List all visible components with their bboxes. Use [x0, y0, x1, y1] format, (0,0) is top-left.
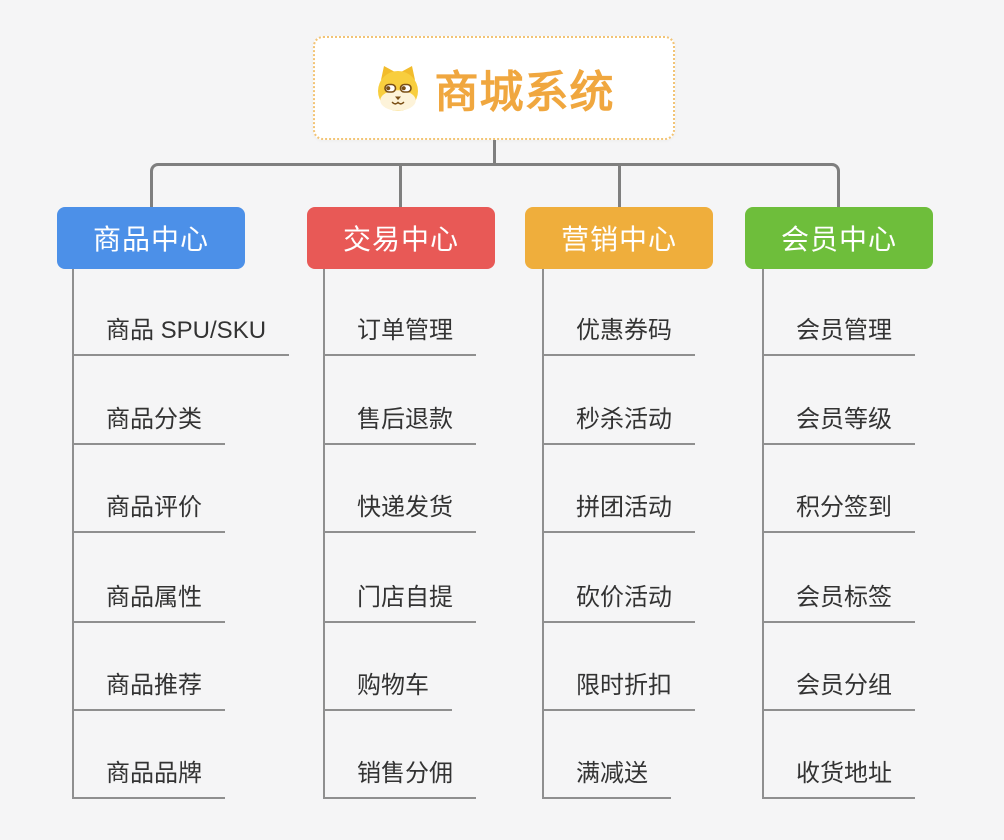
branch-trunk-line: [323, 269, 325, 799]
leaf-node[interactable]: 积分签到: [762, 491, 915, 533]
leaf-node[interactable]: 会员管理: [762, 314, 915, 356]
leaf-node[interactable]: 售后退款: [323, 403, 476, 445]
branch-trunk-line: [762, 269, 764, 799]
connector-bus: [150, 163, 840, 207]
branch-header-member[interactable]: 会员中心: [745, 207, 933, 269]
root-node[interactable]: 商城系统: [313, 36, 675, 140]
leaf-node[interactable]: 商品 SPU/SKU: [72, 314, 290, 356]
branch-header-product[interactable]: 商品中心: [57, 207, 245, 269]
leaf-node[interactable]: 砍价活动: [542, 581, 695, 623]
root-title: 商城系统: [434, 68, 615, 117]
leaf-node[interactable]: 收货地址: [762, 757, 915, 799]
leaf-node[interactable]: 拼团活动: [542, 491, 695, 533]
connector-root-trunk: [493, 140, 496, 163]
leaf-node[interactable]: 商品属性: [72, 581, 225, 623]
leaf-node[interactable]: 购物车: [323, 669, 452, 711]
leaf-node[interactable]: 快递发货: [323, 491, 476, 533]
leaf-node[interactable]: 商品品牌: [72, 757, 225, 799]
leaf-node[interactable]: 满减送: [542, 757, 671, 799]
branch-marketing-center: 营销中心 优惠券码 秒杀活动 拼团活动 砍价活动 限时折扣 满减送: [525, 207, 713, 807]
shiba-dog-icon: [374, 64, 422, 112]
leaf-node[interactable]: 会员等级: [762, 403, 915, 445]
branch-trunk-line: [542, 269, 544, 799]
leaf-node[interactable]: 会员标签: [762, 581, 915, 623]
leaf-node[interactable]: 商品分类: [72, 403, 225, 445]
branch-header-marketing[interactable]: 营销中心: [525, 207, 713, 269]
leaf-node[interactable]: 门店自提: [323, 581, 476, 623]
leaf-node[interactable]: 商品推荐: [72, 669, 225, 711]
branch-product-center: 商品中心 商品 SPU/SKU 商品分类 商品评价 商品属性 商品推荐 商品品牌: [57, 207, 290, 807]
leaf-node[interactable]: 限时折扣: [542, 669, 695, 711]
branch-header-trade[interactable]: 交易中心: [307, 207, 495, 269]
leaf-node[interactable]: 销售分佣: [323, 757, 476, 799]
branch-member-center: 会员中心 会员管理 会员等级 积分签到 会员标签 会员分组 收货地址: [745, 207, 933, 807]
branch-trade-center: 交易中心 订单管理 售后退款 快递发货 门店自提 购物车 销售分佣: [307, 207, 495, 807]
leaf-node[interactable]: 订单管理: [323, 314, 476, 356]
leaf-node[interactable]: 秒杀活动: [542, 403, 695, 445]
leaf-node[interactable]: 优惠券码: [542, 314, 695, 356]
connector-stub-trade: [399, 166, 402, 207]
leaf-node[interactable]: 商品评价: [72, 491, 225, 533]
leaf-node[interactable]: 会员分组: [762, 669, 915, 711]
connector-stub-marketing: [618, 166, 621, 207]
branch-trunk-line: [72, 269, 74, 799]
